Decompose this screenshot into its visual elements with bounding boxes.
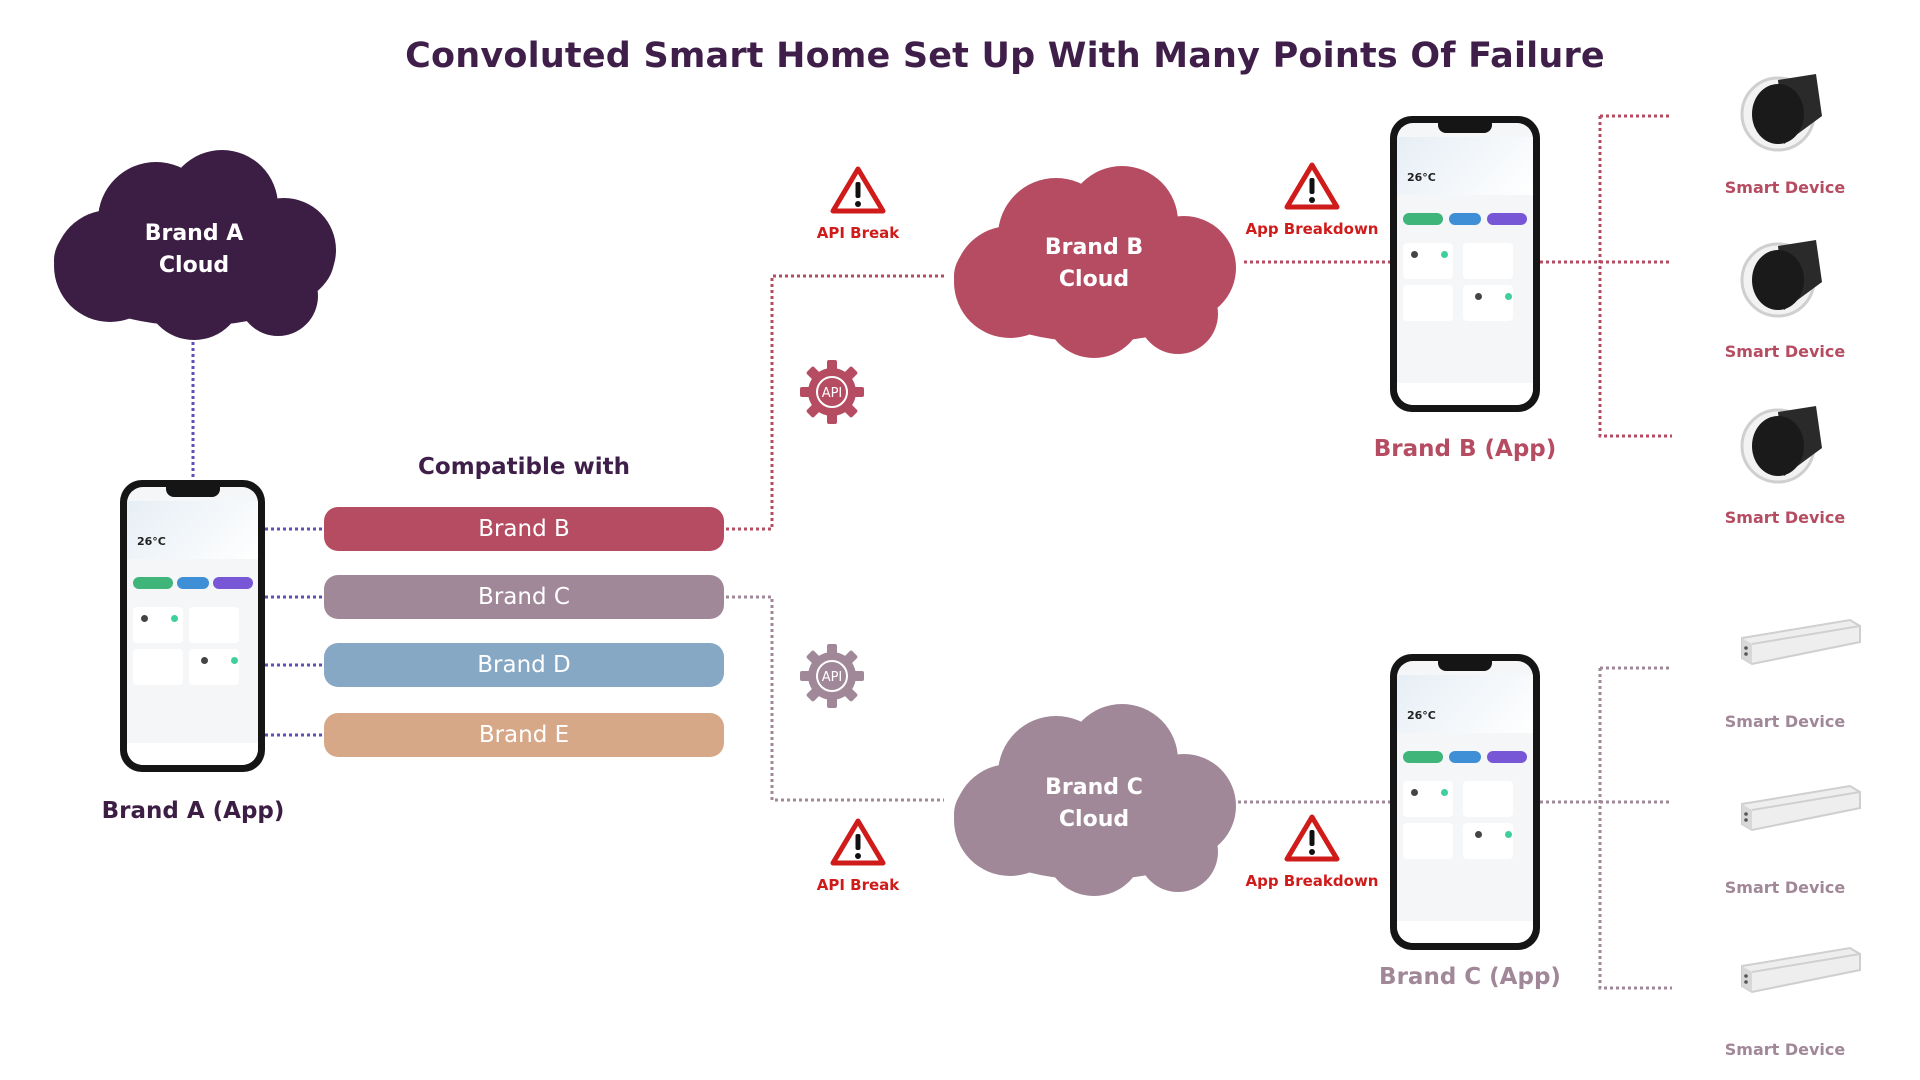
- smart-speaker-icon: [1740, 240, 1822, 318]
- smart-device-label: Smart Device: [1724, 342, 1846, 361]
- api-gear-icon: API: [800, 644, 864, 708]
- warning-icon: [1284, 814, 1340, 862]
- brand-b-app-label: Brand B (App): [1373, 436, 1557, 462]
- warning-icon: [830, 818, 886, 866]
- app-breakdown-label-bottom: App Breakdown: [1245, 872, 1379, 890]
- brand-a-cloud-icon: [54, 150, 336, 340]
- api-break-label-bottom: API Break: [816, 876, 900, 894]
- brand-b-cloud-icon: [954, 166, 1236, 358]
- app-breakdown-label-top: App Breakdown: [1245, 220, 1379, 238]
- api-gear-text: API: [822, 670, 843, 685]
- brand-a-phone-temp: 26°C: [137, 535, 166, 548]
- brand-b-phone: 26°C: [1390, 116, 1540, 412]
- smart-device-label: Smart Device: [1724, 878, 1846, 897]
- curtain-motor-icon: [1741, 784, 1861, 832]
- brand-a-phone: 26°C: [120, 480, 265, 772]
- brand-c-cloud-icon: [954, 704, 1236, 896]
- compat-pill-brand-b: Brand B: [324, 507, 724, 551]
- warning-icon: [1284, 162, 1340, 210]
- smart-device-label: Smart Device: [1724, 178, 1846, 197]
- api-gear-icon: API: [800, 360, 864, 424]
- line-brand-b-to-cloud-b: [726, 274, 944, 531]
- smart-device-label: Smart Device: [1724, 508, 1846, 527]
- api-gear-text: API: [822, 386, 843, 401]
- curtain-motor-icon: [1741, 946, 1861, 994]
- compat-pill-brand-e: Brand E: [324, 713, 724, 757]
- curtain-motor-icon: [1741, 618, 1861, 666]
- brand-b-phone-temp: 26°C: [1407, 171, 1436, 184]
- brand-c-app-label: Brand C (App): [1379, 964, 1561, 990]
- compat-pill-brand-c: Brand C: [324, 575, 724, 619]
- brand-c-phone: 26°C: [1390, 654, 1540, 950]
- brand-a-app-label: Brand A (App): [101, 798, 285, 824]
- api-break-label-top: API Break: [816, 224, 900, 242]
- brand-c-phone-temp: 26°C: [1407, 709, 1436, 722]
- smart-device-label: Smart Device: [1724, 1040, 1846, 1059]
- line-app-b-to-devices: [1540, 114, 1672, 438]
- compat-pill-brand-d: Brand D: [324, 643, 724, 687]
- smart-speaker-icon: [1740, 74, 1822, 152]
- smart-device-label: Smart Device: [1724, 712, 1846, 731]
- line-app-c-to-devices: [1540, 666, 1672, 990]
- compatible-with-heading: Compatible with: [418, 454, 630, 480]
- smart-speaker-icon: [1740, 406, 1822, 484]
- warning-icon: [830, 166, 886, 214]
- diagram-title: Convoluted Smart Home Set Up With Many P…: [405, 36, 1605, 76]
